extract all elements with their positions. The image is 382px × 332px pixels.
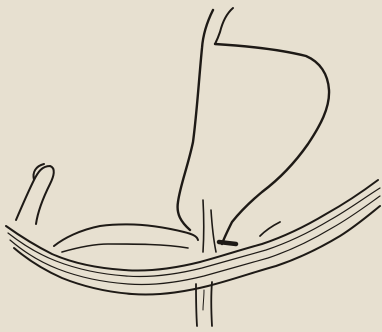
junction-stroke-left (203, 200, 204, 252)
lower-tube-right (211, 282, 212, 326)
lower-tube-left (196, 284, 197, 326)
junction-mark (219, 242, 236, 244)
